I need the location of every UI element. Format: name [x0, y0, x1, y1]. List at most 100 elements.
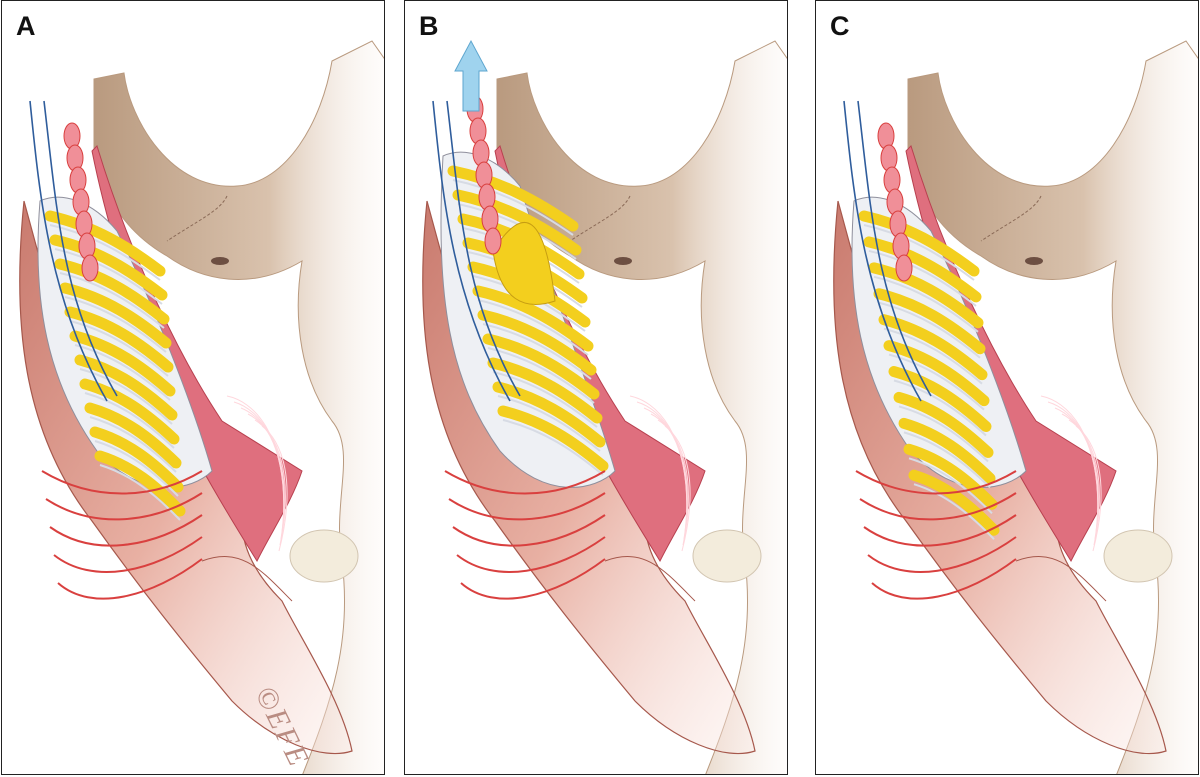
muscle-fiber-stripe: [657, 419, 689, 546]
nerve-line: [843, 100, 922, 402]
fat-lobule-row: [472, 285, 594, 352]
fat-lobule-row: [863, 236, 982, 303]
skin-tension-line: [452, 514, 606, 547]
muscle-fiber-stripe: [643, 407, 688, 534]
fat-lobule-row: [497, 405, 609, 472]
skin-tension-line: [444, 470, 606, 495]
septum-line: [863, 224, 975, 281]
fat-lobule-row: [858, 210, 980, 277]
ligament-bead: [895, 254, 913, 282]
skin-tension-line: [57, 558, 203, 600]
bone-suture: [166, 195, 228, 242]
bone-suture: [980, 195, 1042, 242]
muscle-fiber-stripe: [261, 425, 288, 552]
fat-lobule-row: [74, 354, 178, 421]
septum-line: [908, 457, 993, 514]
fat-lobule-row: [908, 469, 1000, 536]
septum-line: [84, 392, 175, 449]
fat-lobule-row: [94, 450, 186, 517]
panel-label-c: C: [830, 11, 850, 41]
skin-tension-line: [460, 558, 606, 600]
fat-lobule-row: [447, 165, 579, 232]
fat-lobule-row: [492, 381, 606, 448]
muscle-fiber-stripe: [240, 407, 285, 534]
skin-tension-line: [871, 558, 1017, 600]
nasolabial-fold: [1015, 556, 1107, 602]
skull-bone: [907, 40, 1198, 774]
skin-tension-line: [867, 536, 1017, 573]
septum-line: [487, 347, 595, 404]
diagram-b: [422, 39, 787, 774]
septum-line: [59, 272, 165, 329]
muscle-fiber-stripe: [650, 413, 688, 540]
skin-tension-line: [859, 492, 1017, 521]
fat-lobule-row: [878, 314, 988, 381]
septum-line: [893, 379, 987, 437]
nerve-line: [432, 100, 511, 402]
fat-lobule-row: [84, 402, 182, 469]
septum-line: [482, 323, 592, 380]
fat-lobule-row: [64, 306, 174, 373]
skin-tension-line: [448, 492, 606, 521]
fat-lobule-row: [79, 378, 180, 445]
fat-lobule-row: [873, 288, 986, 355]
ligament-bead: [81, 254, 99, 282]
skin-tension-line: [855, 470, 1017, 495]
septum-line: [903, 431, 991, 489]
septum-line: [888, 353, 985, 411]
up-arrow-icon: [454, 39, 488, 112]
panel-c: C: [815, 0, 1199, 775]
muscle-fiber-stripe: [1061, 413, 1099, 540]
ligament-bead: [484, 227, 502, 255]
muscle-fiber-stripe: [254, 419, 286, 546]
septum-line: [94, 440, 179, 497]
skin-tension-line: [45, 492, 203, 521]
diagram-c: [833, 40, 1198, 774]
septum-line: [497, 395, 601, 452]
nerve-line: [446, 100, 521, 397]
septum-line: [99, 464, 181, 521]
fat-lobule-row: [893, 391, 994, 458]
septum-line: [54, 248, 163, 305]
nerve-line: [43, 100, 118, 397]
skin-tension-line: [863, 514, 1017, 547]
septum-line: [49, 224, 161, 281]
fat-lobule-row: [883, 340, 990, 407]
fat-lobule-row: [69, 330, 176, 397]
panel-b: B: [404, 0, 788, 775]
skin-tension-line: [53, 536, 203, 573]
tooth: [289, 529, 359, 583]
septum-line: [69, 320, 169, 377]
bone-suture: [569, 195, 631, 242]
nerve-line: [29, 100, 108, 402]
fat-lobule-row: [903, 443, 998, 510]
skin-tension-line: [456, 536, 606, 573]
fat-lobule-row: [49, 234, 168, 301]
infraorbital-foramen: [211, 257, 229, 265]
infraorbital-foramen: [1025, 257, 1043, 265]
diagram-a: [19, 40, 384, 774]
septum-line: [873, 275, 979, 333]
fat-lobule-row: [487, 357, 603, 424]
skull-bone: [93, 40, 384, 774]
fat-lobule-row: [898, 417, 996, 484]
septum-line: [492, 371, 598, 428]
fat-lobule-row: [482, 333, 600, 400]
septum-line: [477, 299, 589, 356]
muscle-fiber-stripe: [664, 425, 691, 552]
muscle-fiber-stripe: [247, 413, 285, 540]
fat-lobule-row: [868, 262, 984, 329]
septum-line: [452, 179, 574, 236]
septum-line: [898, 405, 989, 463]
tooth: [1103, 529, 1173, 583]
muscle-fiber-stripe: [1068, 419, 1100, 546]
fat-lobule-row: [59, 282, 172, 349]
nerve-line: [857, 100, 932, 397]
nasolabial-fold: [604, 556, 696, 602]
skin-tension-line: [49, 514, 203, 547]
fat-lobule-row: [54, 258, 170, 325]
skin-tension-line: [41, 470, 203, 495]
nasolabial-fold: [201, 556, 293, 602]
septum-line: [89, 416, 177, 473]
fat-lobule-row: [477, 309, 597, 376]
